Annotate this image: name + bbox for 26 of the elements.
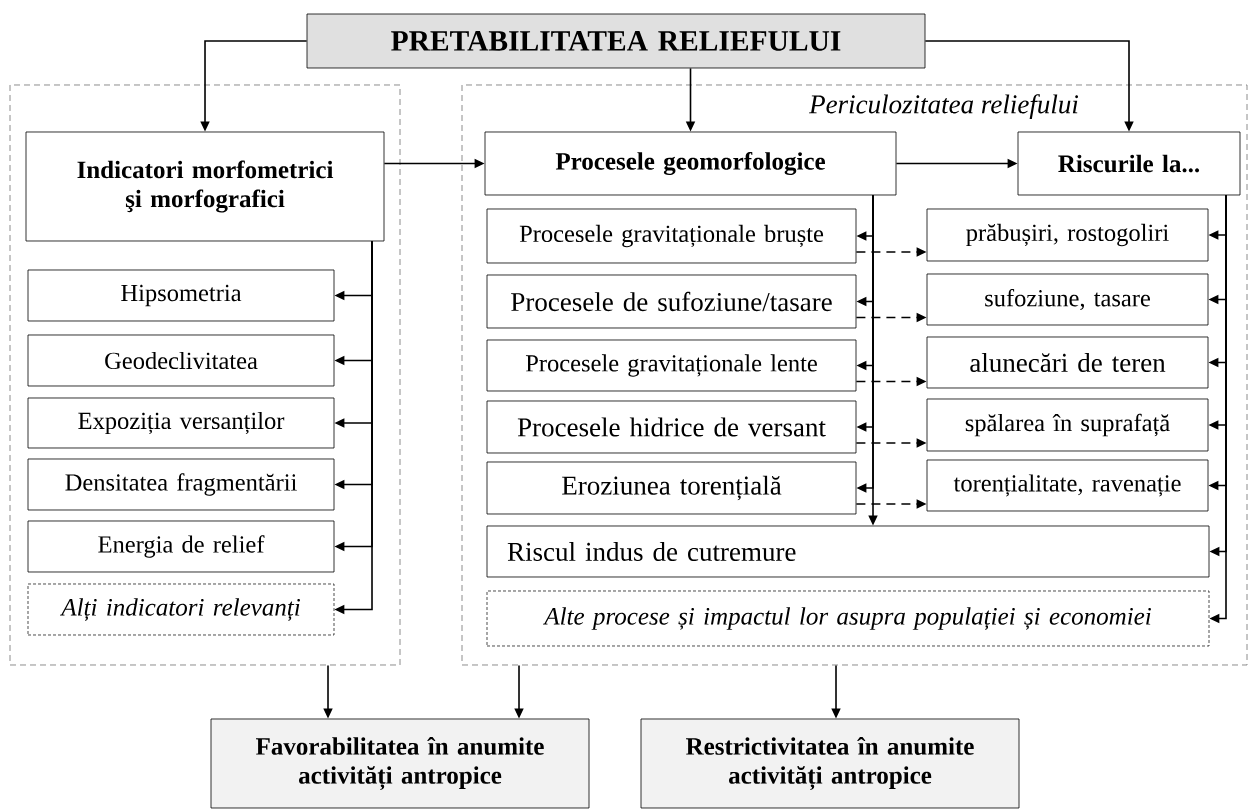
risk-box: spălarea în suprafață — [926, 398, 1209, 452]
indicator-box: Energia de relief — [27, 520, 335, 573]
process-box: Procesele hidrice de versant — [486, 400, 857, 454]
group-frame — [9, 84, 401, 666]
process-box: Eroziunea torențială — [486, 461, 857, 515]
indicator-box: Hipsometria — [27, 269, 335, 322]
risk-box: alunecări de teren — [926, 336, 1209, 389]
process-box: Procesele gravitaționale bruște — [486, 208, 857, 264]
process-box: Procesele de sufoziune/tasare — [486, 274, 857, 329]
risk-box: Riscul indus de cutremure — [486, 525, 1210, 578]
result-box: Favorabilitatea în anumite activități antropice — [210, 718, 590, 809]
heading-box: Riscurile la... — [1017, 131, 1241, 196]
indicator-box: Alți indicatori relevanți — [27, 583, 335, 636]
process-box: Procesele gravitaționale lente — [486, 339, 857, 392]
indicator-box: Densitatea fragmentării — [27, 458, 335, 511]
group-heading: Periculozitatea reliefului — [808, 94, 1079, 119]
indicator-box: Expoziția versanților — [27, 397, 335, 449]
risk-box: sufoziune, tasare — [926, 273, 1209, 326]
risk-box: Alte procese și impactul lor asupra populației și economiei — [486, 590, 1210, 647]
heading-box: Indicatori morfometrici şi morfografici — [25, 131, 385, 242]
risk-box: prăbușiri, rostogoliri — [926, 208, 1209, 262]
result-box: Restrictivitatea în anumite activități antropice — [640, 718, 1020, 809]
risk-box: torențialitate, ravenație — [926, 459, 1209, 512]
title-box: PRETABILITATEA RELIEFULUI — [306, 13, 926, 69]
indicator-box: Geodeclivitatea — [27, 334, 335, 387]
heading-box: Procesele geomorfologice — [484, 131, 897, 196]
